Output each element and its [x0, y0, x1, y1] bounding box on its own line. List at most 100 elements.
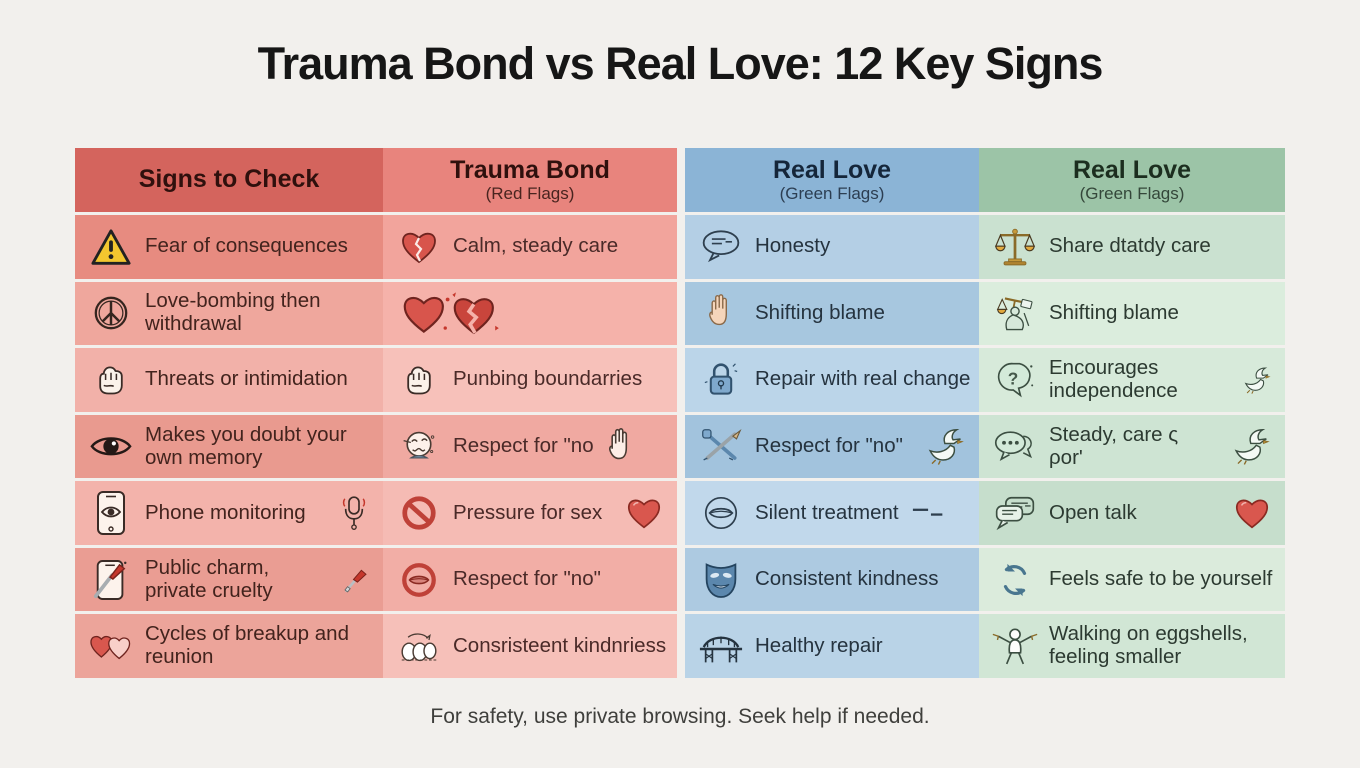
- mask-icon: [697, 561, 745, 599]
- column-real-love-blue: Real Love (Green Flags) Honesty Shifting…: [685, 148, 979, 679]
- distressed-face-icon: [395, 428, 443, 466]
- column-title: Real Love: [772, 156, 892, 185]
- table-row: Repair with real change: [685, 348, 979, 412]
- chat-dots-icon: [991, 429, 1039, 464]
- cell-label: Shifting blame: [1049, 300, 1179, 324]
- dove-icon: [921, 427, 971, 466]
- cell-label: Healthy repair: [755, 633, 883, 657]
- padlock-icon: [697, 361, 745, 399]
- table-row: Silent treatment: [685, 481, 979, 545]
- cell-label: Encourages independence: [1049, 355, 1178, 402]
- crossed-tools-icon: [697, 427, 745, 465]
- table-row: Shifting blame: [979, 281, 1285, 346]
- cell-label: Consristeent kindnriess: [453, 633, 667, 657]
- cycle-arrows-icon: [991, 561, 1039, 599]
- cell-label: Threats or intimidation: [145, 367, 348, 391]
- table-row: Makes you doubt your own memory: [75, 414, 383, 479]
- cell-label: Shifting blame: [755, 300, 885, 324]
- cell-label: Honesty: [755, 234, 831, 258]
- cell-label: Love-bombing then withdrawal: [145, 289, 321, 336]
- cell-label: Punbing boundarries: [453, 367, 643, 391]
- cell-label: Feels safe to be yourself: [1049, 567, 1273, 591]
- person-arms-icon: [991, 627, 1039, 666]
- fist-icon: [87, 362, 135, 398]
- broken-heart-icon: [395, 228, 443, 266]
- header-cell: Signs to Check: [75, 148, 383, 212]
- red-heart-icon: [1233, 495, 1277, 531]
- column-subtitle: (Green Flags): [1079, 183, 1185, 203]
- microphone-icon: [339, 493, 375, 533]
- warning-triangle-icon: [87, 228, 135, 266]
- comparison-table: Signs to Check Fear of consequences Love…: [75, 148, 1285, 679]
- cell-label: Repair with real change: [755, 367, 971, 391]
- dove-icon: [1227, 427, 1277, 466]
- table-row: ? Encourages independence: [979, 348, 1285, 412]
- table-row: Cycles of breakup and reunion: [75, 614, 383, 679]
- page-title: Trauma Bond vs Real Love: 12 Key Signs: [257, 38, 1104, 89]
- table-row: [383, 281, 677, 346]
- red-heart-icon: [625, 495, 669, 531]
- cell-label: Fear of consequences: [145, 234, 348, 258]
- header-cell: Real Love (Green Flags): [685, 148, 979, 212]
- phone-eye-icon: [87, 490, 135, 536]
- table-row: Calm, steady care: [383, 215, 677, 279]
- footer-note: For safety, use private browsing. Seek h…: [430, 705, 930, 728]
- eye-icon: [87, 432, 135, 461]
- balance-scales-icon: [991, 227, 1039, 267]
- dagger-icon: [343, 567, 375, 593]
- heart-and-broken-heart-icon: [395, 290, 505, 338]
- table-row: Honesty: [685, 215, 979, 279]
- table-row: Steady, care ς ρor': [979, 414, 1285, 479]
- open-palm-icon: [606, 427, 636, 467]
- table-row: Love-bombing then withdrawal: [75, 281, 383, 346]
- scales-figure-icon: [991, 293, 1039, 333]
- svg-text:?: ?: [1008, 368, 1019, 388]
- prohibition-icon: [395, 494, 443, 532]
- no-mouth-icon: [395, 561, 443, 599]
- header-cell: Real Love (Green Flags): [979, 148, 1285, 212]
- cell-label: Open talk: [1049, 500, 1137, 524]
- column-subtitle: (Green Flags): [779, 183, 885, 203]
- column-trauma-bond: Trauma Bond (Red Flags) Calm, steady car…: [383, 148, 677, 679]
- table-row: Public charm, private cruelty: [75, 547, 383, 612]
- cell-label: Calm, steady care: [453, 234, 619, 258]
- column-title: Trauma Bond: [450, 156, 610, 185]
- dove-icon: [1239, 366, 1277, 394]
- table-row: Phone monitoring: [75, 481, 383, 545]
- cell-label: Pressure for sex: [453, 500, 603, 524]
- fist-icon: [395, 362, 443, 398]
- header-cell: Trauma Bond (Red Flags): [383, 148, 677, 212]
- head-question-icon: ?: [991, 361, 1039, 399]
- table-row: Open talk: [979, 481, 1285, 545]
- phone-dagger-icon: [87, 558, 135, 602]
- table-row: Consistent kindness: [685, 547, 979, 612]
- peace-icon: [87, 294, 135, 332]
- table-row: Pressure for sex: [383, 481, 677, 545]
- table-row: Share dtatdy care: [979, 215, 1285, 279]
- table-row: Shifting blame: [685, 281, 979, 346]
- cell-label: Respect for "no": [755, 434, 903, 458]
- cell-label: Respect for "no: [453, 434, 594, 458]
- cell-label: Respect for "no": [453, 567, 601, 591]
- table-row: Respect for "no: [383, 414, 677, 479]
- table-row: Respect for "no": [685, 414, 979, 479]
- table-row: Consristeent kindnriess: [383, 614, 677, 679]
- cell-label: Consistent kindness: [755, 567, 939, 591]
- column-real-love-green: Real Love (Green Flags) Share dtatdy car…: [979, 148, 1285, 679]
- column-subtitle: (Red Flags): [485, 183, 575, 203]
- eggs-icon: [395, 630, 443, 663]
- table-row: Respect for "no": [383, 547, 677, 612]
- column-title: Signs to Check: [138, 165, 320, 194]
- cell-label: Cycles of breakup and reunion: [145, 622, 349, 669]
- cell-label: Walking on eggshells, feeling smaller: [1049, 622, 1248, 669]
- cell-label: Public charm, private cruelty: [145, 555, 273, 602]
- table-row: Healthy repair: [685, 614, 979, 679]
- two-hearts-icon: [87, 631, 135, 661]
- cell-label: Silent treatment: [755, 500, 899, 524]
- table-row: Threats or intimidation: [75, 348, 383, 412]
- column-signs-to-check: Signs to Check Fear of consequences Love…: [75, 148, 383, 679]
- bridge-icon: [697, 626, 745, 666]
- mouth-circle-icon: [697, 494, 745, 532]
- cell-label: Share dtatdy care: [1049, 234, 1211, 258]
